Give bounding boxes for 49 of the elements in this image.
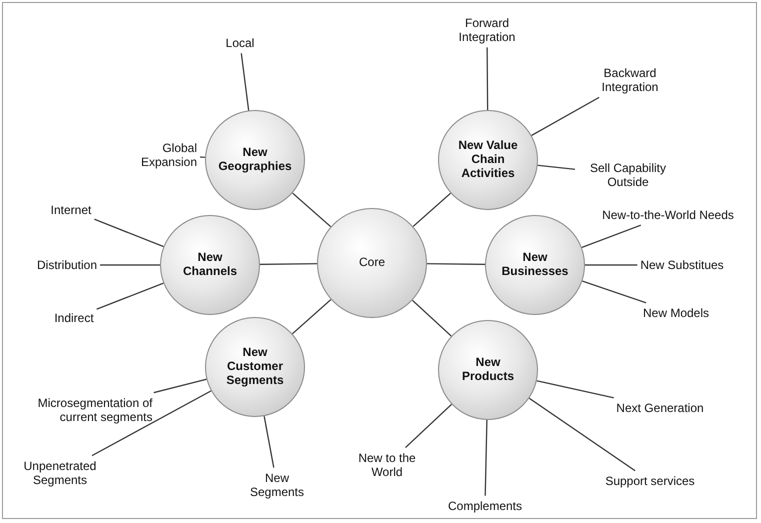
- connector-line: [538, 164, 576, 170]
- branch-label: Unpenetrated Segments: [10, 458, 110, 488]
- connector-line: [412, 300, 452, 337]
- branch-label: New Models: [642, 306, 710, 320]
- connector-line: [92, 390, 212, 456]
- connector-line: [412, 192, 451, 227]
- connector-line: [260, 263, 318, 265]
- connector-line: [426, 263, 486, 265]
- connector-line: [292, 299, 332, 334]
- circle-label: New Products: [460, 356, 515, 384]
- connector-line: [96, 282, 164, 310]
- connector-line: [405, 404, 452, 448]
- connector-line: [585, 264, 638, 266]
- branch-label: Distribution: [36, 258, 98, 272]
- connector-line: [154, 378, 207, 394]
- connector-line: [486, 47, 488, 110]
- branch-label: Forward Integration: [447, 16, 527, 44]
- connector-line: [528, 398, 636, 472]
- circle-label: Core: [358, 256, 386, 270]
- connector-line: [240, 53, 250, 110]
- branch-label: Backward Integration: [588, 66, 672, 94]
- branch-label: New to the World: [352, 450, 422, 480]
- branch-label: Sell Capability Outside: [578, 160, 678, 190]
- branch-label: Support services: [605, 474, 695, 488]
- connector-line: [100, 264, 160, 266]
- circle-label: New Businesses: [500, 251, 570, 279]
- branch-label: New Substitues: [640, 258, 724, 272]
- circle-label: New Customer Segments: [225, 346, 285, 388]
- branch-label: Complements: [448, 498, 522, 514]
- branch-label: Microsegmentation of current segments: [18, 396, 152, 424]
- branch-label: New-to-the-World Needs: [602, 208, 734, 222]
- branch-label: Indirect: [54, 310, 94, 326]
- branch-label: Local: [226, 36, 254, 50]
- connector-line: [264, 416, 274, 468]
- connector-line: [536, 380, 614, 398]
- branch-label: Global Expansion: [127, 140, 197, 170]
- connector-line: [484, 420, 488, 496]
- connector-line: [582, 224, 642, 248]
- circle-label: New Channels: [182, 251, 238, 279]
- branch-label: Next Generation: [616, 400, 704, 416]
- connector-line: [582, 280, 646, 304]
- branch-label: Internet: [50, 202, 92, 218]
- circle-label: New Geographies: [217, 146, 293, 174]
- connector-line: [200, 156, 206, 158]
- connector-line: [94, 218, 164, 248]
- circle-label: New Value Chain Activities: [457, 139, 519, 181]
- connector-line: [531, 96, 600, 136]
- connector-line: [292, 192, 332, 228]
- branch-label: New Segments: [242, 470, 312, 500]
